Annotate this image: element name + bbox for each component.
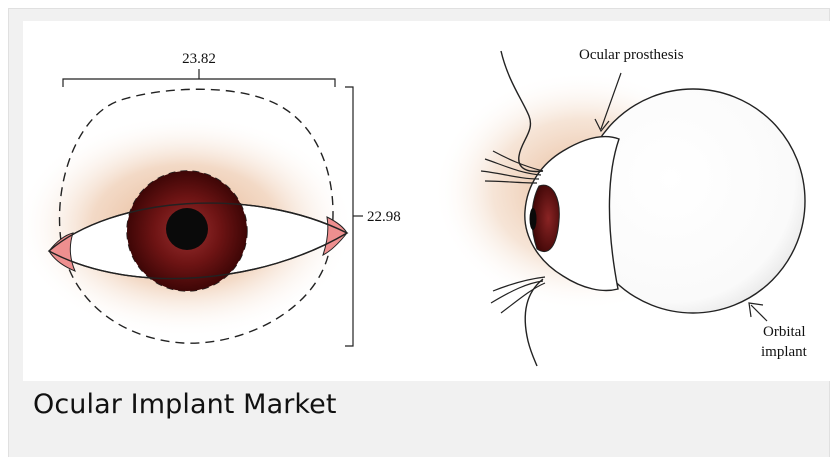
width-dimension-bracket <box>63 79 335 87</box>
orbital-implant-label-line1: Orbital <box>763 324 806 340</box>
side-pupil <box>530 208 537 230</box>
article-title[interactable]: Ocular Implant Market <box>33 389 337 420</box>
orbital-implant-label-line2: implant <box>761 344 808 360</box>
illustration-svg: 23.82 22.98 <box>23 21 838 381</box>
ocular-implant-illustration: 23.82 22.98 <box>23 21 838 381</box>
article-card[interactable]: 23.82 22.98 <box>8 8 830 457</box>
frontal-eye-view: 23.82 22.98 <box>23 51 401 346</box>
pupil <box>166 208 208 250</box>
height-dimension-label: 22.98 <box>367 209 401 225</box>
ocular-prosthesis-label: Ocular prosthesis <box>579 47 684 63</box>
width-dimension-label: 23.82 <box>182 51 216 67</box>
implant-arrow <box>751 305 767 321</box>
side-eye-view: Ocular prosthesis Orbital implant <box>433 47 808 366</box>
